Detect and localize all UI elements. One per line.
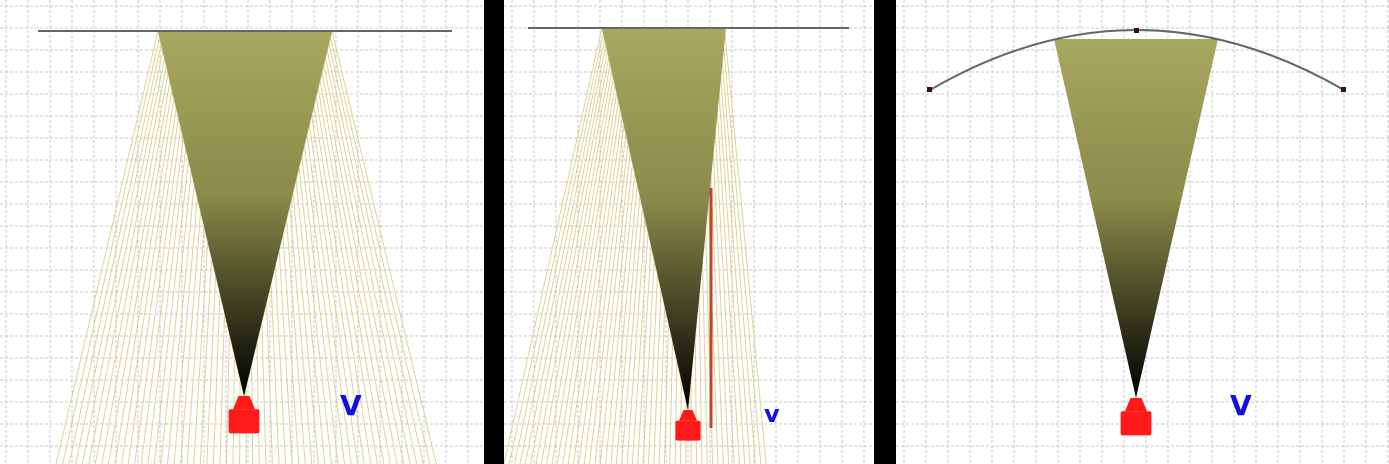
light-cone bbox=[158, 31, 332, 396]
divider-2 bbox=[874, 0, 896, 464]
light-cone bbox=[602, 28, 726, 410]
panel-right: V bbox=[896, 0, 1389, 464]
viewer-label-left: V bbox=[340, 389, 362, 422]
panel-left: V bbox=[0, 0, 484, 464]
panel-middle: v bbox=[504, 0, 874, 464]
light-cone bbox=[1054, 39, 1218, 398]
laser-nozzle bbox=[233, 396, 255, 410]
viewer-label-middle: v bbox=[764, 400, 780, 428]
laser-nozzle bbox=[1125, 398, 1147, 412]
laser-body bbox=[675, 420, 701, 441]
laser-source bbox=[228, 396, 260, 434]
laser-body bbox=[1120, 411, 1152, 436]
laser-nozzle bbox=[679, 410, 697, 421]
laser-body bbox=[228, 409, 260, 434]
viewer-label-right: V bbox=[1230, 389, 1252, 422]
divider-1 bbox=[484, 0, 504, 464]
panel-right-canvas bbox=[896, 0, 1389, 464]
panel-middle-canvas bbox=[504, 0, 874, 464]
mirror-handle-right bbox=[1341, 87, 1346, 92]
mirror-handle-top bbox=[1134, 28, 1139, 33]
mirror-handle-left bbox=[927, 87, 932, 92]
laser-source bbox=[1120, 398, 1152, 436]
laser-source bbox=[675, 410, 701, 441]
panel-left-canvas bbox=[0, 0, 484, 464]
